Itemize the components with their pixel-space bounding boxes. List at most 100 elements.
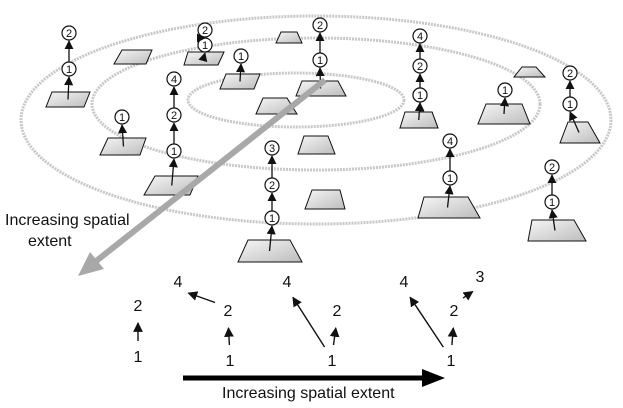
node-circle: [197, 37, 213, 53]
tree-node-label: 2: [134, 298, 143, 315]
plane-stack: 1 2 4: [399, 28, 439, 129]
node-label: 1: [119, 112, 125, 124]
black-axis-arrow: [183, 369, 445, 387]
link-arrow: [569, 111, 580, 133]
node-label: 2: [549, 162, 555, 174]
node-circle: [562, 65, 578, 81]
node-label: 1: [171, 146, 177, 158]
node-label: 1: [269, 213, 275, 225]
node-circle: [197, 22, 213, 38]
node-label: 2: [66, 28, 72, 40]
tree-edge-arrow: [462, 290, 474, 301]
node-circle: [412, 28, 428, 44]
link-arrow: [414, 102, 424, 121]
node-label: 2: [317, 20, 323, 32]
tree-node-label: 1: [447, 353, 456, 370]
node-circle: [312, 17, 328, 33]
plane: [417, 196, 481, 219]
node-label: 2: [202, 25, 208, 37]
tree-node-label: 1: [328, 353, 337, 370]
node-circle: [61, 25, 77, 41]
node-label: 1: [447, 173, 453, 185]
node-circle: [497, 82, 513, 98]
bottom-axis-label: Increasing spatial extent: [222, 385, 395, 402]
plane: [304, 189, 346, 210]
tree-node-label: 2: [450, 303, 459, 320]
link-arrow: [444, 185, 454, 208]
plane: [297, 135, 336, 155]
link-arrow: [548, 209, 558, 231]
node-label: 1: [417, 90, 423, 102]
middle-ring: [90, 36, 542, 172]
tree-node-label: 2: [333, 303, 342, 320]
number-tree: 1 2 4: [174, 274, 235, 370]
plane-stacks: 1211212411121241121231412: [45, 17, 601, 263]
node-circle: [442, 133, 458, 149]
spatial-extent-label-line1: Increasing spatial: [5, 212, 130, 229]
plane-stack: 1: [219, 48, 261, 90]
plane-stack: 12: [183, 22, 225, 66]
tree-edge-arrow: [409, 296, 444, 348]
node-label: 4: [447, 136, 453, 148]
tree-node-label: 3: [476, 269, 485, 286]
link-arrow: [64, 76, 74, 100]
node-label: 2: [269, 180, 275, 192]
tree-node-label: 1: [134, 349, 143, 366]
tree-edge-arrow: [224, 327, 234, 346]
tree-edge-arrow: [292, 296, 326, 348]
link-arrow: [499, 97, 510, 115]
plane: [275, 31, 303, 44]
spatial-extent-label-line2: extent: [28, 233, 72, 250]
plane-stack: 1: [99, 109, 147, 156]
plane: [527, 219, 587, 242]
node-label: 1: [317, 55, 323, 67]
plane-stack: 12: [559, 65, 601, 144]
plane-stack: 1: [477, 82, 531, 125]
node-label: 4: [417, 31, 423, 43]
node-label: 2: [171, 110, 177, 122]
node-circle: [544, 159, 560, 175]
node-circle: [166, 71, 182, 87]
link-arrow: [118, 124, 128, 147]
tree-node-label: 1: [226, 353, 235, 370]
number-tree: 1 2 4: [283, 274, 342, 370]
inner-ring: [186, 71, 406, 129]
number-tree: 1 2 4 3: [400, 269, 485, 370]
tree-node-label: 4: [400, 274, 409, 291]
node-label: 1: [502, 85, 508, 97]
link-arrow: [266, 225, 276, 252]
tree-edge-arrow: [187, 291, 216, 304]
node-label: 2: [567, 68, 573, 80]
tree-node-label: 2: [224, 303, 233, 320]
tree-edge-arrow: [447, 327, 458, 346]
tree-edge-arrow: [329, 326, 340, 346]
link-arrow: [198, 52, 208, 63]
node-label: 2: [417, 61, 423, 73]
plane: [512, 66, 547, 78]
plane-stack: 1 2 3: [237, 140, 303, 263]
plane: [559, 121, 601, 144]
node-label: 1: [238, 51, 244, 63]
concentric-rings: [19, 14, 613, 226]
node-circle: [114, 109, 130, 125]
link-arrow: [235, 63, 246, 82]
plane-stack: 1 2 4: [143, 71, 199, 196]
number-tree: 12: [133, 298, 143, 366]
gray-arrow: [78, 77, 327, 276]
node-label: 1: [66, 64, 72, 76]
plane-stack: 12: [45, 25, 91, 108]
plane-stack: 12: [527, 159, 587, 242]
node-label: 4: [171, 74, 177, 86]
node-label: 1: [202, 40, 208, 52]
tree-node-label: 4: [174, 274, 183, 291]
tree-node-label: 4: [283, 274, 292, 291]
plane-stack: 14: [417, 133, 481, 219]
node-label: 3: [269, 143, 275, 155]
link-arrow: [168, 158, 178, 186]
node-circle: [233, 48, 249, 64]
node-label: 1: [567, 99, 573, 111]
plane: [113, 49, 153, 65]
node-label: 1: [549, 197, 555, 209]
